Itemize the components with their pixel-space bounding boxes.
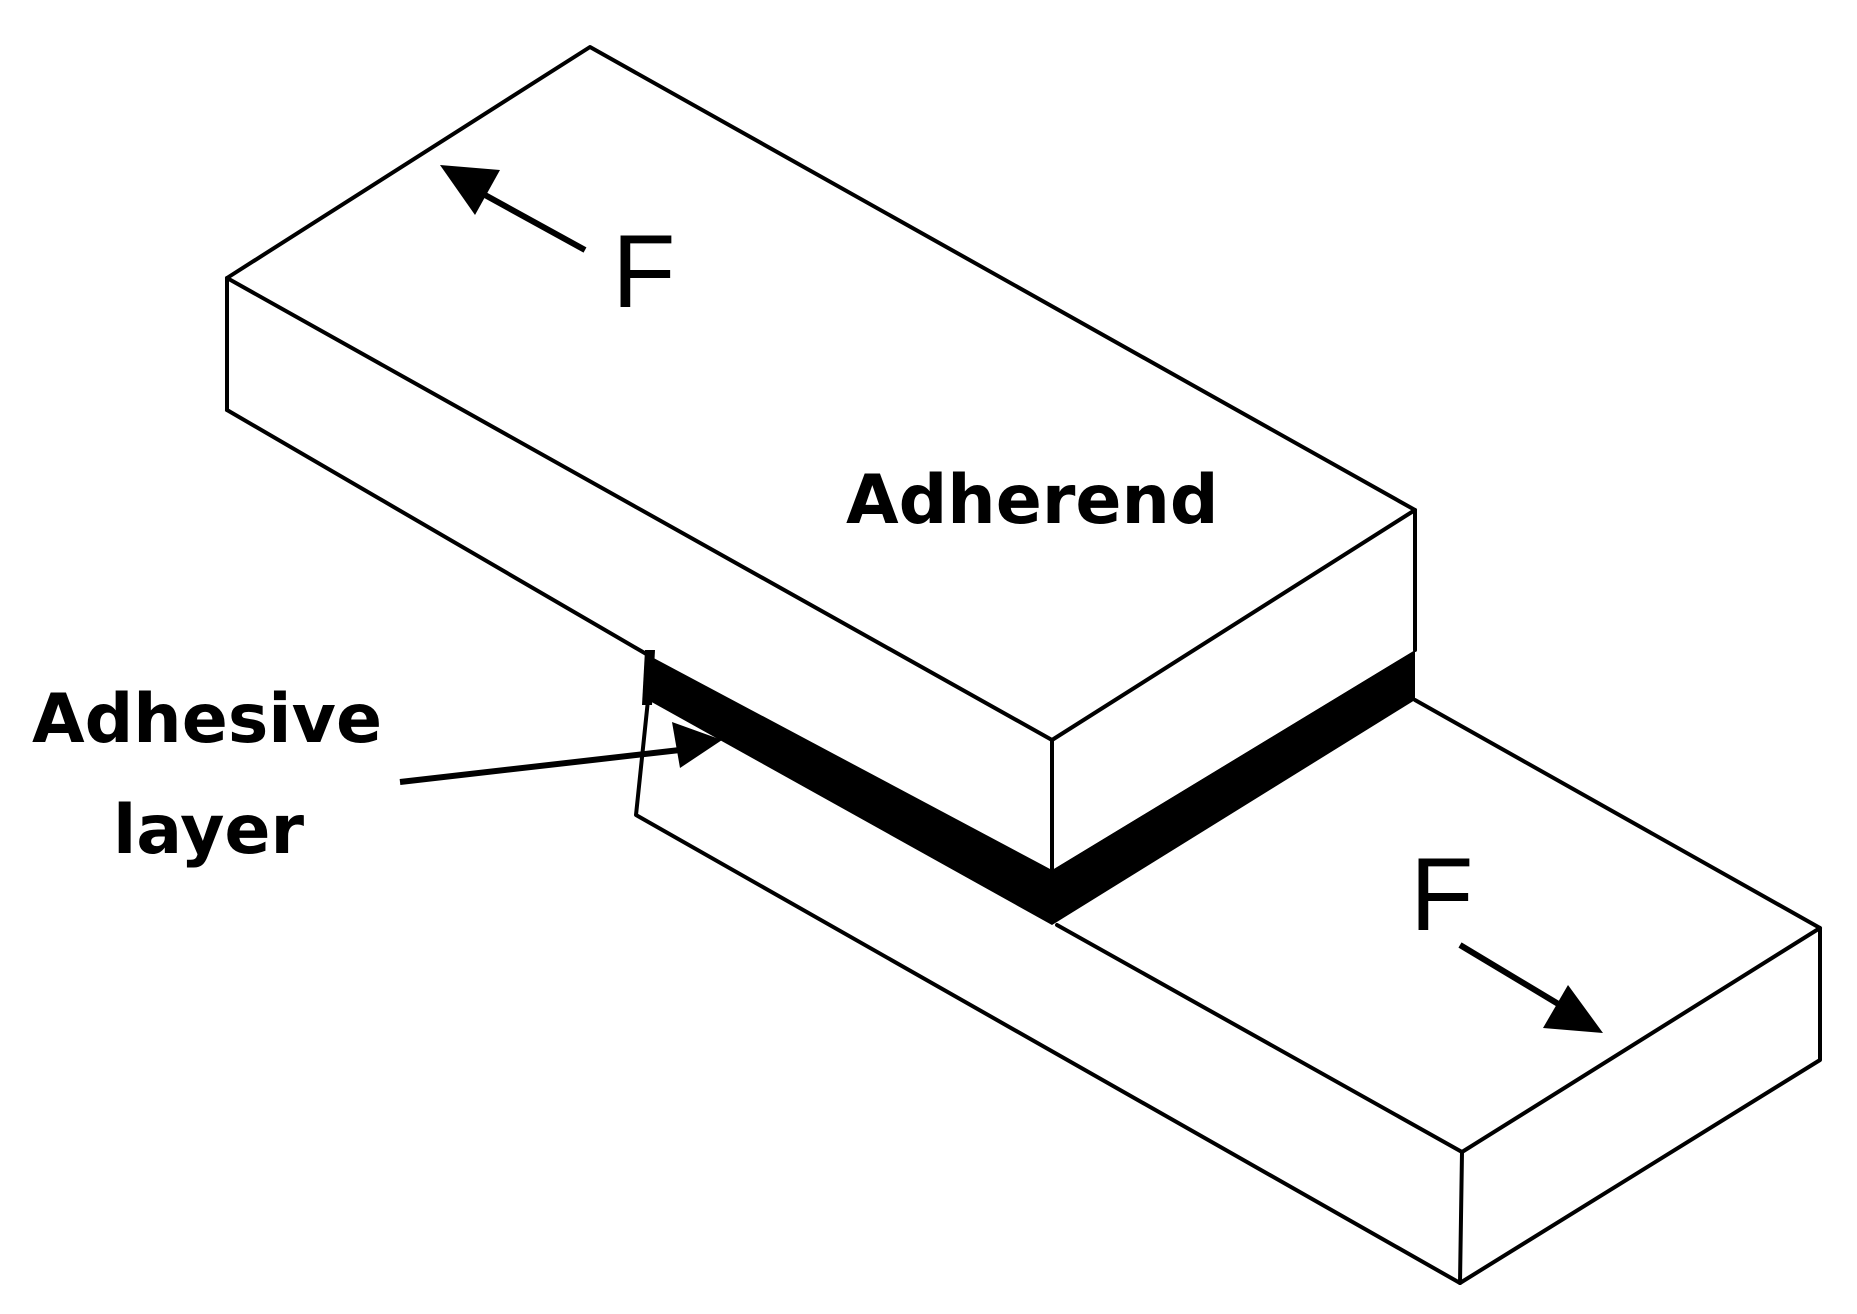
bottom-adherend-far-edge bbox=[634, 698, 1822, 1285]
adhesive-label-line1: Adhesive bbox=[32, 680, 382, 759]
top-adherend bbox=[225, 45, 1417, 872]
force-arrow-top-shaft bbox=[483, 192, 587, 253]
adhesive-pointer-arrow bbox=[399, 722, 722, 785]
bottom-adherend-front-face bbox=[1460, 928, 1820, 1283]
adhesive-layer bbox=[642, 650, 1415, 925]
bottom-adherend-corner-edge bbox=[1458, 1150, 1464, 1285]
adhesive-right-band bbox=[1052, 650, 1415, 925]
force-label-top: F bbox=[612, 214, 676, 330]
adhesive-label-line2: layer bbox=[113, 791, 305, 870]
bottom-adherend-near-edge bbox=[1055, 923, 1464, 1154]
top-adherend-left-face bbox=[227, 278, 1052, 870]
force-arrow-bottom bbox=[1458, 942, 1603, 1033]
adherend-label: Adherend bbox=[846, 461, 1219, 540]
top-adherend-bottom-left-edge bbox=[225, 408, 650, 657]
adhesive-left-band bbox=[648, 655, 1052, 925]
adhesive-left-end bbox=[642, 650, 655, 705]
force-label-bottom: F bbox=[1410, 837, 1474, 953]
force-arrow-bottom-shaft bbox=[1458, 942, 1562, 1008]
bottom-adherend-front-top-edge bbox=[1460, 926, 1822, 1154]
force-arrow-top-head bbox=[440, 165, 500, 215]
adhesive-pointer-shaft bbox=[399, 747, 681, 785]
force-arrow-top bbox=[440, 165, 587, 253]
bottom-adherend-left-face bbox=[636, 700, 1462, 1283]
adhesive-pointer-head bbox=[672, 722, 722, 768]
force-arrow-bottom-head bbox=[1543, 985, 1603, 1033]
top-adherend-top-face bbox=[227, 47, 1415, 740]
top-adherend-right-face bbox=[1052, 510, 1415, 870]
